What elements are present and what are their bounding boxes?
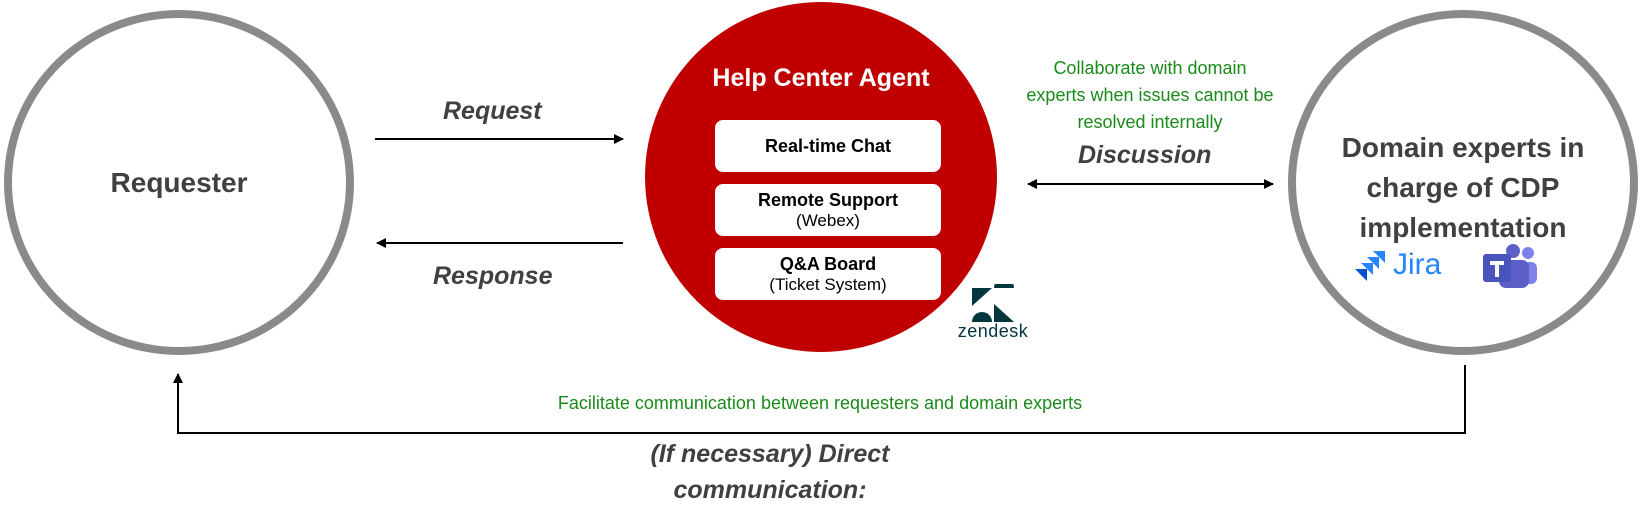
help-center-agent-node: Help Center Agent Real-time Chat Remote … [645, 2, 997, 352]
agent-title: Help Center Agent [712, 64, 930, 92]
collaborate-note-line: Collaborate with domain [1053, 58, 1247, 78]
collaborate-note-line: experts when issues cannot be [1026, 85, 1274, 105]
response-label: Response [433, 262, 553, 290]
teams-logo [1481, 244, 1537, 290]
jira-icon [1355, 251, 1385, 281]
experts-title-line: implementation [1359, 212, 1567, 243]
service-main-label: Real-time Chat [764, 135, 892, 156]
collaborate-note: Collaborate with domain experts when iss… [1000, 55, 1300, 136]
service-realtime-chat: Real-time Chat [715, 120, 941, 172]
experts-title: Domain experts in charge of CDP implemen… [1296, 128, 1630, 248]
direct-communication-label: (If necessary) Direct communication: [620, 436, 920, 508]
experts-title-line: charge of CDP [1366, 172, 1560, 203]
service-remote-support: Remote Support (Webex) [715, 184, 941, 236]
collaborate-note-line: resolved internally [1077, 112, 1223, 132]
direct-communication-line: (If necessary) Direct [650, 440, 890, 468]
teams-icon [1483, 244, 1537, 288]
direct-communication-line: communication: [673, 476, 867, 504]
service-qa-board: Q&A Board (Ticket System) [715, 248, 941, 300]
jira-logo: Jira [1353, 248, 1458, 284]
discussion-label: Discussion [1078, 141, 1212, 169]
domain-experts-node: Domain experts in charge of CDP implemen… [1288, 10, 1638, 355]
requester-node: Requester [4, 10, 354, 355]
service-sub-label: (Ticket System) [769, 274, 887, 294]
request-label: Request [443, 97, 542, 125]
zendesk-logo: zendesk [952, 278, 1034, 344]
service-main-label: Q&A Board [779, 253, 877, 274]
experts-title-line: Domain experts in [1341, 132, 1585, 163]
jira-logo-text: Jira [1393, 248, 1442, 281]
zendesk-icon [972, 278, 1014, 322]
direct-communication-arrow [173, 365, 1466, 434]
service-sub-label: (Webex) [796, 210, 860, 230]
facilitate-note: Facilitate communication between request… [557, 393, 1083, 413]
zendesk-logo-text: zendesk [957, 321, 1029, 341]
requester-label: Requester [110, 166, 248, 198]
service-main-label: Remote Support [757, 189, 898, 210]
